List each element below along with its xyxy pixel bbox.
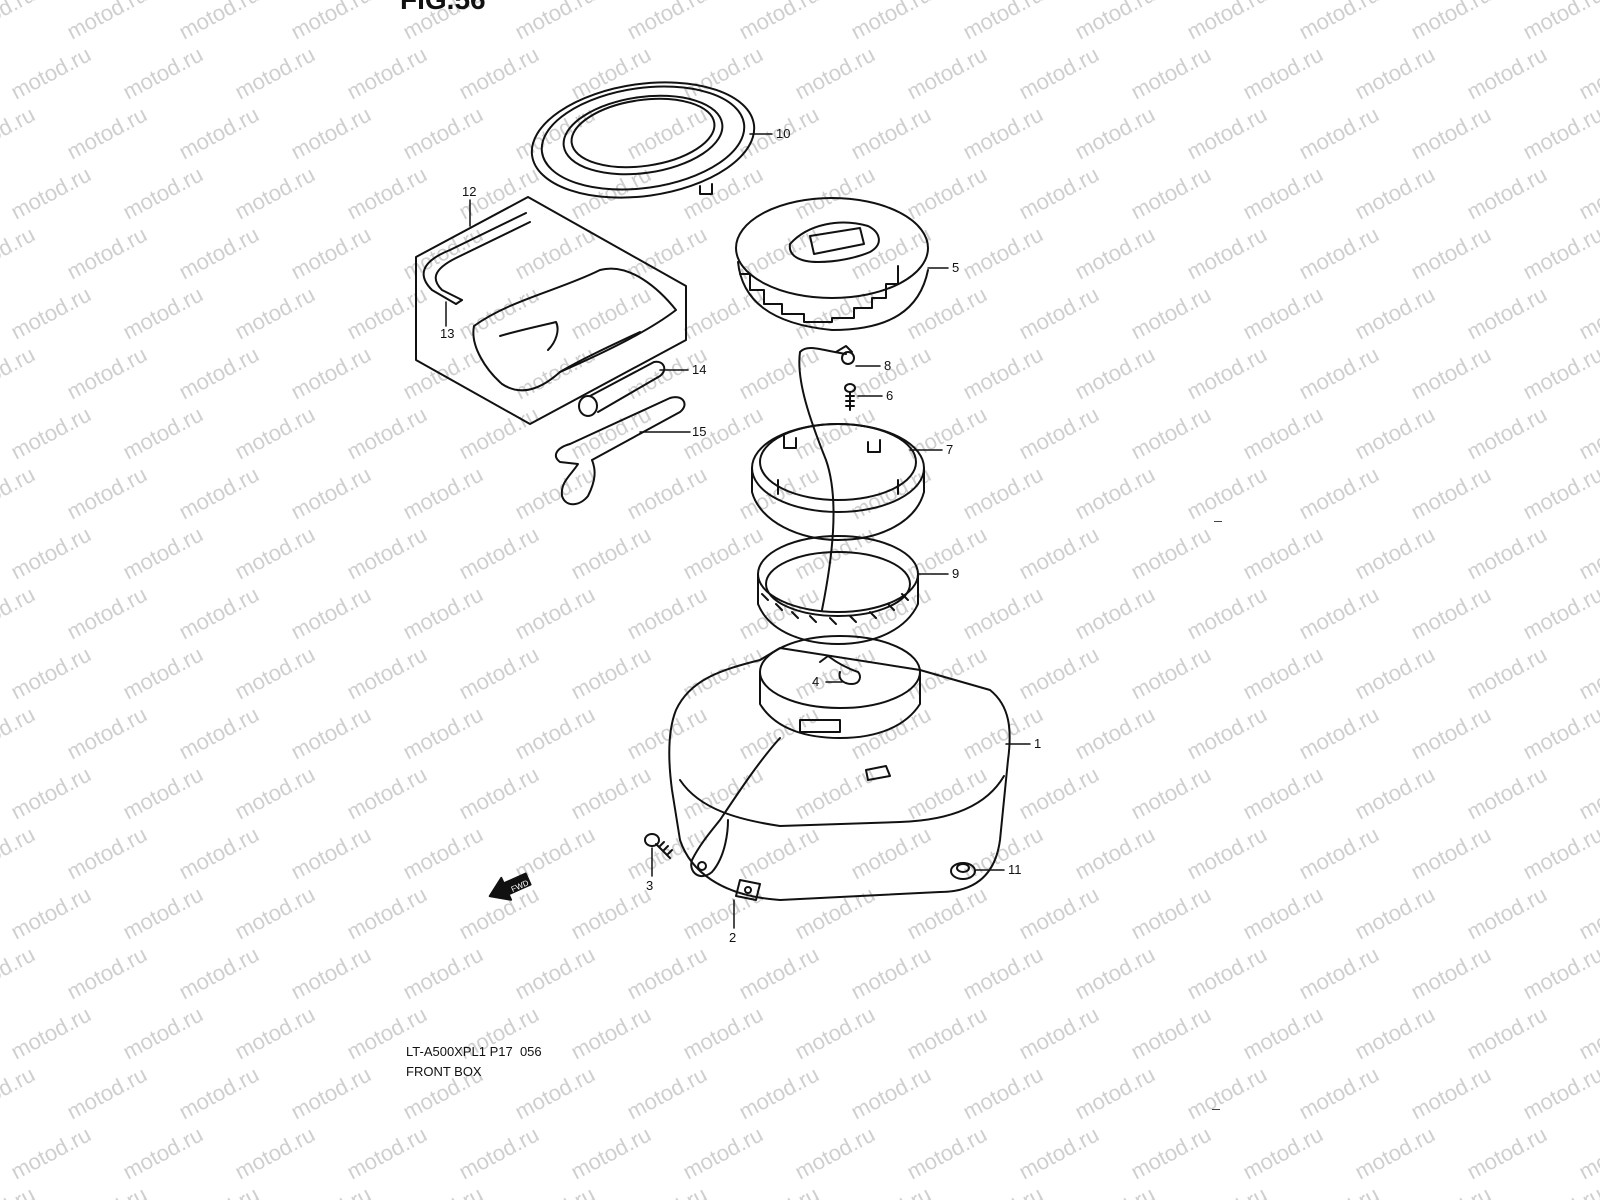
part-4-wire <box>819 655 861 685</box>
part-5-cap <box>735 197 929 331</box>
fwd-arrow <box>488 872 532 901</box>
part-label-13: 13 <box>440 326 454 341</box>
part-label-14: 14 <box>692 362 706 377</box>
part-1-front-box <box>668 635 1011 901</box>
part-label-5: 5 <box>952 260 959 275</box>
figure-number: FIG.56 <box>400 0 486 16</box>
part-label-3: 3 <box>646 878 653 893</box>
part-label-9: 9 <box>952 566 959 581</box>
part-label-12: 12 <box>462 184 476 199</box>
part-label-2: 2 <box>729 930 736 945</box>
part-label-11: 11 <box>1008 862 1022 877</box>
part-label-15: 15 <box>692 424 706 439</box>
part-label-1: 1 <box>1034 736 1041 751</box>
part-9-threaded-ring <box>757 535 919 645</box>
part-10-gasket <box>530 81 756 199</box>
section-title: FRONT BOX <box>406 1064 482 1079</box>
leader-lines <box>445 133 1031 929</box>
part-label-6: 6 <box>886 388 893 403</box>
part-12-tool-kit <box>415 196 687 506</box>
stray-mark <box>1212 1109 1220 1110</box>
part-7-ring <box>751 423 925 541</box>
part-label-4: 4 <box>812 674 819 689</box>
part-label-7: 7 <box>946 442 953 457</box>
model-code: LT-A500XPL1 P17 056 <box>406 1044 542 1059</box>
part-8-cable <box>798 345 855 611</box>
part-3-bolt <box>644 833 673 859</box>
part-6-screw <box>844 383 856 411</box>
part-11-grommet <box>950 862 976 880</box>
part-label-10: 10 <box>776 126 790 141</box>
stray-mark <box>1214 521 1222 522</box>
part-label-8: 8 <box>884 358 891 373</box>
